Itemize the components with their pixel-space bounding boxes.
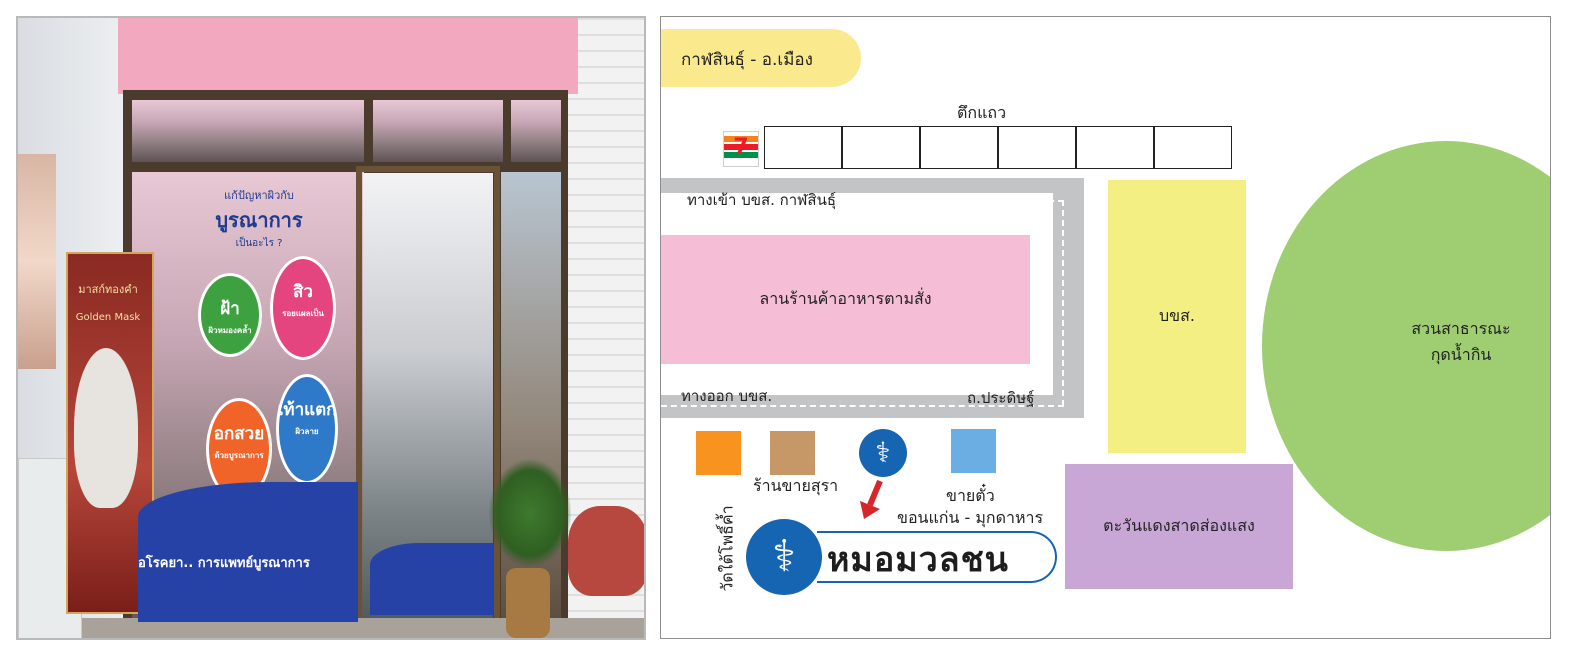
bubble-title: ฝ้า [220,299,240,319]
melasma-bubble: ฝ้า ผิวหมองคล้ำ [198,273,262,357]
ticket-office-label: ขายตั๋ว [946,486,995,505]
shophouse-unit [842,126,920,169]
seven-eleven-icon: 7 [723,131,759,167]
clinic-logo-icon: ⚕ [746,519,822,595]
plant-pot [506,568,550,638]
banner-title: มาสก์ทองคำ [78,283,138,296]
floor [18,618,644,638]
shophouse-unit [920,126,998,169]
clinic-slogan: อโรคยา.. การแพทย์บูรณาการ [138,556,310,571]
food-court-label: ลานร้านค้าอาหารตามสั่ง [759,289,932,308]
public-park [1262,141,1550,551]
acne-bubble: สิว รอยแผลเป็น [270,256,336,360]
bubble-subtitle: ผิวลาย [295,427,319,436]
bus-station-label: บขส. [1159,306,1195,325]
window-heading-line: เป็นอะไร ? [235,238,283,249]
wall-poster [18,154,56,369]
blue-wave-decal [138,482,358,622]
banner-subtitle: Golden Mask [75,312,141,323]
ticket-route-label: ขอนแก่น - มุกดาหาร [897,508,1044,527]
park-label: สวนสาธารณะ กุดน้ำกิน [1351,316,1550,368]
location-map: กาฬสินธุ์ - อ.เมือง ตึกแถว 7 ทางเข้า บขส… [660,16,1551,639]
shophouse-unit [1154,126,1232,169]
bubble-title: อกสวย [213,424,265,444]
pink-fascia [118,18,578,94]
road-centerline [661,405,1064,407]
shophouse-unit [998,126,1076,169]
liquor-shop-label: ร้านขายสุรา [753,476,839,495]
window-heading-line: บูรณาการ [215,208,303,232]
shophouse-row-label: ตึกแถว [957,103,1007,122]
clinic-marker-icon: ⚕ [859,429,907,477]
ceramic-jar [568,506,644,596]
clinic-brand-pill [817,531,1057,583]
blue-wave-decal [370,543,494,615]
sunset-shop-block: ตะวันแดงสาดส่องแสง [1065,464,1293,589]
transom-glass [373,100,503,162]
window-heading-line: แก้ปัญหาผิวกับ [224,189,294,202]
shophouse-unit [1076,126,1154,169]
seven-eleven-number: 7 [733,135,749,160]
road-centerline [1062,200,1064,406]
transom-glass [511,100,561,162]
bubble-title: สิว [293,282,313,302]
district-label: กาฬสินธุ์ - อ.เมือง [661,29,861,87]
potted-plant [488,458,572,568]
food-court-block: ลานร้านค้าอาหารตามสั่ง [661,235,1030,364]
bubble-subtitle: ผิวหมองคล้ำ [208,326,252,335]
bus-station-block: บขส. [1108,180,1246,453]
liquor-shop-marker [770,431,815,475]
clinic-name: หมอมวลชน [827,540,1009,580]
road-centerline [661,200,1064,202]
exit-road-label: ทางออก บขส. [681,387,773,405]
temple-label: วัดใต้โพธิ์ค้ำ [717,505,737,592]
transom-glass [132,100,364,162]
bubble-subtitle: รอยแผลเป็น [282,309,324,318]
temple-marker [696,431,741,475]
park-label-line: กุดน้ำกิน [1430,345,1492,364]
shophouse-unit [764,126,842,169]
bubble-subtitle: ด้วยบูรณาการ [214,451,264,460]
cracked-heel-bubble: เท้าแตก ผิวลาย [276,374,338,484]
location-arrow-icon [860,479,883,519]
banner-face-image [74,348,138,508]
street-name-label: ถ.ประดิษฐ์ [967,389,1035,407]
window-heading: แก้ปัญหาผิวกับ บูรณาการ เป็นอะไร ? [164,186,354,251]
park-label-line: สวนสาธารณะ [1411,319,1511,338]
entrance-road-label: ทางเข้า บขส. กาฬสินธุ์ [687,191,836,209]
bubble-title: เท้าแตก [277,400,337,420]
storefront-photo: มาสก์ทองคำ Golden Mask แก้ปัญหาผิวกับ บู… [16,16,646,640]
ticket-office-marker [951,429,996,473]
sunset-shop-label: ตะวันแดงสาดส่องแสง [1103,516,1255,535]
